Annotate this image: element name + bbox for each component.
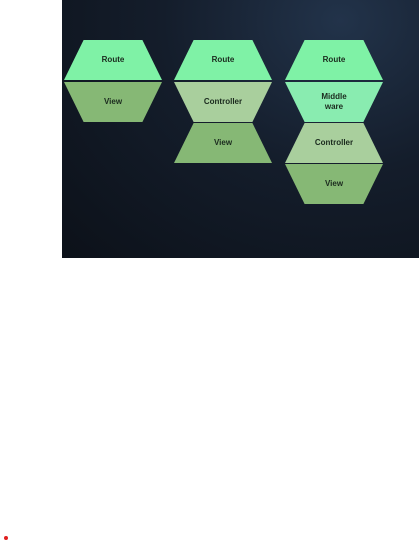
column-1-view-block: View [64,82,162,122]
block-label: Controller [314,138,354,147]
column-3-middleware-block: Middle ware [285,82,383,122]
column-3-view-block: View [285,164,383,204]
column-2-route-block: Route [174,40,272,80]
block-label: Middle ware [321,92,347,111]
block-label: Controller [203,97,243,106]
column-1-route-block: Route [64,40,162,80]
block-label: Route [322,55,346,64]
column-2-controller-block: Controller [174,82,272,122]
column-3-route-block: Route [285,40,383,80]
block-label: View [103,97,123,106]
block-label: View [324,179,344,188]
block-label: View [213,138,233,147]
column-2-view-block: View [174,123,272,163]
block-label: Route [211,55,235,64]
diagram-panel: Route View Route Controller View Route M… [62,0,419,258]
block-label: Route [101,55,125,64]
column-3-controller-block: Controller [285,123,383,163]
red-dot-marker [4,536,8,540]
